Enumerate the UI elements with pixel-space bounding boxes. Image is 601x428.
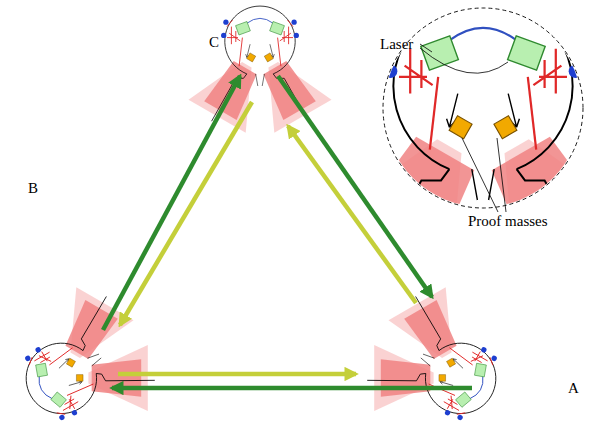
drawing-part xyxy=(497,138,506,212)
drawing-part xyxy=(301,0,601,319)
drawing-part xyxy=(112,386,472,391)
drawing-part xyxy=(288,126,416,303)
inset-label: Proof masses xyxy=(468,213,548,230)
spacecraft-label: C xyxy=(209,34,219,51)
drawing-part xyxy=(103,76,240,330)
drawing-part xyxy=(278,76,432,297)
spacecraft-a xyxy=(346,271,527,428)
spacecraft-label: B xyxy=(28,180,38,197)
laser-links xyxy=(103,76,472,388)
drawing-part xyxy=(420,48,508,73)
drawing-part xyxy=(118,372,356,377)
leader-lines xyxy=(420,44,508,212)
inset-label: Laser xyxy=(380,36,413,53)
spacecraft-c xyxy=(189,6,332,133)
inset-detail xyxy=(301,0,601,319)
spacecraft-b xyxy=(0,271,176,428)
drawing-part xyxy=(120,102,252,325)
drawing-part xyxy=(420,44,432,52)
spacecraft-label: A xyxy=(568,380,579,397)
drawing-part xyxy=(462,138,498,212)
